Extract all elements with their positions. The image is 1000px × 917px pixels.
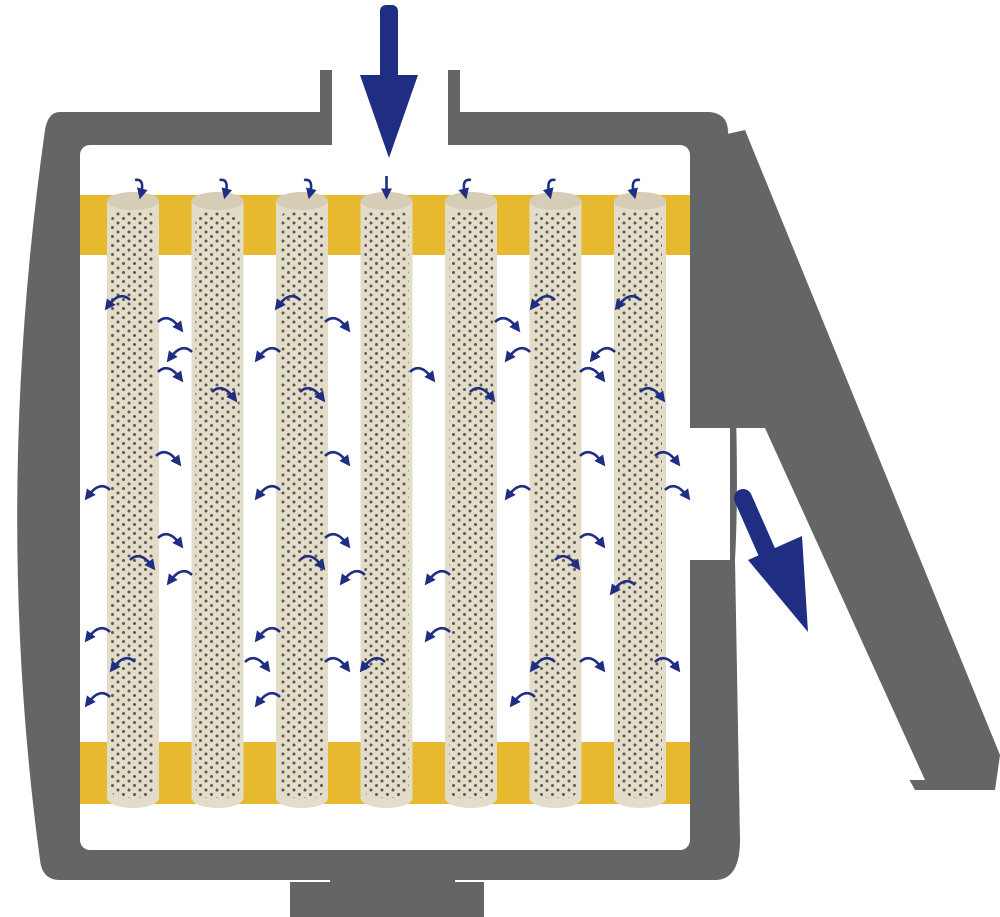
flow-arrow-icon — [542, 178, 556, 200]
flow-arrow-icon — [254, 626, 281, 643]
flow-arrow-icon — [129, 554, 156, 571]
filter-tube — [445, 192, 497, 808]
filter-tube — [529, 192, 582, 808]
flow-arrow-icon — [157, 366, 184, 383]
base-neck — [335, 850, 445, 890]
filter-tube — [191, 192, 244, 808]
flow-arrow-icon — [654, 656, 681, 673]
filter-tube — [614, 192, 666, 808]
flow-arrow-icon — [84, 626, 111, 643]
flow-arrow-icon — [664, 484, 691, 501]
flow-arrow-icon — [104, 294, 131, 311]
flow-arrow-icon — [509, 691, 536, 708]
flow-arrow-icon — [166, 346, 193, 363]
flow-arrow-icon — [614, 294, 641, 311]
flow-arrow-icon — [84, 691, 111, 708]
flow-arrow-icon — [84, 484, 111, 501]
outlet-pipe — [660, 130, 1000, 790]
filter-tube — [107, 192, 159, 808]
flow-arrow-icon — [299, 386, 326, 403]
outlet-port — [680, 428, 730, 560]
flow-arrow-icon — [157, 316, 184, 333]
flow-arrow-icon — [324, 316, 351, 333]
flow-arrow-icon — [504, 346, 531, 363]
flow-arrow-icon — [324, 532, 351, 549]
flow-arrow-icon — [469, 386, 496, 403]
flow-arrow-icon — [157, 532, 184, 549]
filter-tube — [360, 192, 413, 808]
flow-arrows — [84, 176, 691, 708]
flow-arrow-icon — [244, 656, 271, 673]
filter-tubes — [107, 192, 666, 808]
flow-arrow-icon — [155, 450, 182, 467]
flow-arrow-icon — [134, 178, 148, 200]
flow-arrow-icon — [254, 346, 281, 363]
flow-arrow-icon — [579, 656, 606, 673]
flow-arrow-icon — [458, 178, 472, 200]
flow-arrow-icon — [579, 450, 606, 467]
flow-arrow-icon — [339, 569, 366, 586]
filter-tube — [276, 192, 328, 808]
flow-arrow-icon — [303, 178, 317, 200]
flow-arrow-icon — [424, 569, 451, 586]
flow-arrow-icon — [254, 484, 281, 501]
flow-arrow-icon — [166, 569, 193, 586]
flow-arrow-icon — [299, 554, 326, 571]
flow-arrow-icon — [359, 656, 386, 673]
flow-arrow-icon — [589, 346, 616, 363]
flow-arrow-icon — [627, 178, 641, 200]
flow-arrow-icon — [324, 656, 351, 673]
flow-arrow-icon — [494, 316, 521, 333]
flow-arrow-icon — [579, 532, 606, 549]
outlet-arrow — [734, 489, 808, 632]
flow-arrow-icon — [109, 656, 136, 673]
flow-arrow-icon — [529, 656, 556, 673]
flow-arrow-icon — [274, 294, 301, 311]
flow-arrow-icon — [219, 178, 233, 200]
flow-arrow-icon — [424, 626, 451, 643]
flow-arrow-icon — [254, 691, 281, 708]
flow-arrow-icon — [654, 450, 681, 467]
flow-arrow-icon — [211, 386, 238, 403]
flow-arrow-icon — [579, 366, 606, 383]
flow-arrow-icon — [324, 450, 351, 467]
flow-arrow-icon — [529, 294, 556, 311]
flow-arrow-icon — [554, 554, 581, 571]
flow-arrow-icon — [409, 366, 436, 383]
flow-arrow-icon — [639, 386, 666, 403]
flow-arrow-icon — [609, 579, 636, 596]
flow-arrow-icon — [504, 484, 531, 501]
inlet-arrow — [360, 5, 418, 158]
